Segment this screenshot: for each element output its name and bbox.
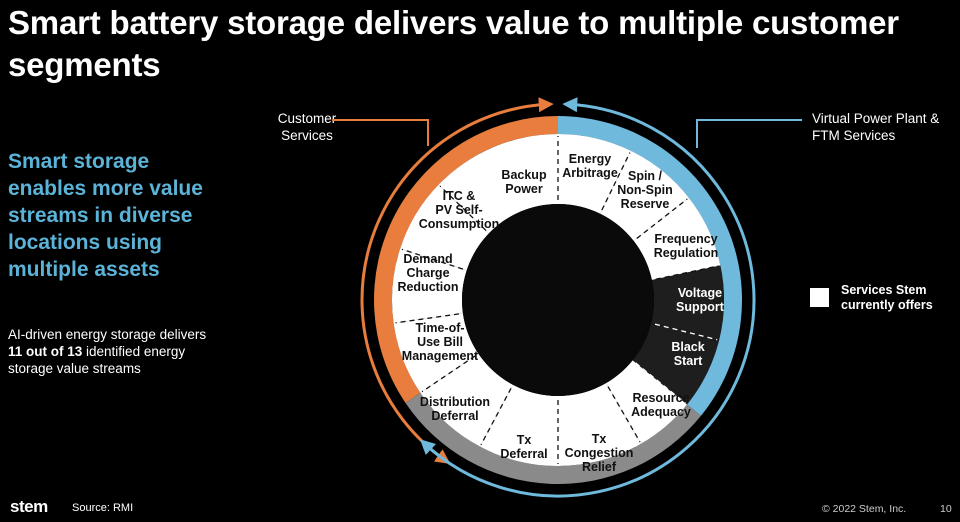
vpp-callout: Virtual Power Plant & FTM Services [812, 111, 940, 143]
segment-divider [421, 355, 476, 393]
center-disc [462, 204, 654, 396]
segment-divider [601, 152, 631, 211]
segment-label-line: Frequency [654, 232, 717, 246]
segment-wedge [393, 313, 479, 393]
segment-label-line: Reduction [397, 280, 458, 294]
segment-label-line: Voltage [678, 286, 722, 300]
segment-wedge [420, 353, 513, 447]
segment-label-line: Backup [501, 168, 547, 182]
segment-label-line: Reserve [621, 197, 670, 211]
segment-label-line: Congestion [565, 446, 634, 460]
segment-label-line: Regulation [654, 246, 719, 260]
body-highlight: 11 out of 13 [8, 344, 83, 359]
body-prefix: AI-driven energy storage delivers [8, 327, 207, 342]
body-suffix: identified energy storage value streams [8, 344, 186, 376]
customer-services-callout: Customer Services [277, 111, 337, 143]
segment-label-line: Tx [592, 432, 607, 446]
segment-label-line: Consumption [419, 217, 500, 231]
segment-label-line: Management [402, 349, 479, 363]
segment-wedge [438, 134, 558, 234]
footer-source: Source: RMI [72, 502, 134, 514]
page-title: Smart battery storage delivers value to … [8, 4, 899, 83]
ring-vpp [558, 116, 742, 416]
segment-wedge [558, 134, 631, 214]
segment-ring [374, 116, 742, 485]
segment-divider [480, 387, 512, 446]
segment-label-line: Adequacy [631, 405, 691, 419]
segment-label-line: Time-of- [415, 321, 464, 335]
segment-label-line: Use Bill [417, 335, 463, 349]
segment-divider [401, 248, 464, 270]
body-text: AI-driven energy storage delivers 11 out… [8, 326, 208, 377]
segment-wedge [400, 184, 489, 271]
segment-label-line: Resource [633, 391, 690, 405]
segment-label-line: Deferral [500, 447, 547, 461]
stem-logo: stem [10, 497, 48, 516]
legend-swatch-offered [810, 288, 829, 307]
customer-leader-line [332, 119, 429, 146]
segment-label-line: Non-Spin [617, 183, 673, 197]
segment-wedge [600, 150, 689, 241]
outer-arrows [360, 97, 756, 498]
segment-label-line: ITC & [443, 189, 476, 203]
segment-label-line: Energy [569, 152, 611, 166]
segment-label: ITC &PV Self-Consumption [419, 189, 500, 231]
page-number: 10 [940, 503, 952, 515]
segment-label-line: Tx [517, 433, 532, 447]
segment-divider [655, 265, 719, 280]
callout-lines [332, 119, 802, 148]
legend: Services Stem currently offers [810, 283, 951, 313]
ring-customer [374, 116, 558, 403]
segment-wedge [633, 197, 721, 281]
segment-label-line: Arbitrage [562, 166, 618, 180]
segment-wedge [480, 384, 558, 466]
vpp-leader-line [696, 119, 802, 148]
segment-wedge [606, 360, 688, 444]
segment-divider [636, 198, 688, 239]
segment-label-line: PV Self- [435, 203, 482, 217]
segment-divider [654, 323, 718, 341]
segment-label-line: Black [671, 340, 704, 354]
segment-divider [607, 386, 641, 443]
segment-label-line: Start [674, 354, 703, 368]
segment-dividers [395, 136, 719, 464]
wheel-segments [391, 134, 724, 466]
segment-wedge [558, 383, 641, 466]
segment-label-line: Relief [582, 460, 617, 474]
segment-label-line: Demand [403, 252, 452, 266]
segment-divider [395, 313, 460, 324]
segment-label-line: Deferral [431, 409, 478, 423]
ring-grid [405, 392, 701, 485]
subhead: Smart storage enables more value streams… [8, 150, 203, 281]
segment-label-line: Charge [406, 266, 449, 280]
segment-label-line: Support [676, 300, 725, 314]
segment-wedge [651, 265, 724, 341]
segment-label-line: Spin / [628, 169, 663, 183]
segment-divider [439, 185, 487, 232]
footer-copyright: © 2022 Stem, Inc. [822, 503, 907, 515]
segment-divider [635, 362, 686, 404]
segment-label-line: Distribution [420, 395, 490, 409]
segment-label-line: Power [505, 182, 543, 196]
vpp-arrow [419, 97, 756, 498]
segment-wedge [391, 248, 467, 324]
segment-wedge [632, 323, 720, 405]
legend-label: Services Stem currently offers [841, 283, 933, 312]
